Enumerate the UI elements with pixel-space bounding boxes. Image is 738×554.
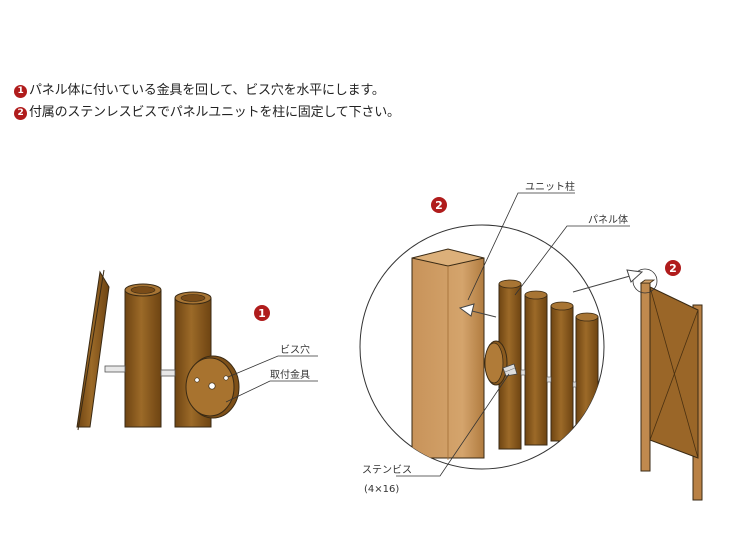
panel-body-label: パネル体 xyxy=(588,214,628,226)
detail-panel-log-2 xyxy=(524,290,548,446)
unit-post-label: ユニット柱 xyxy=(525,180,575,193)
connecting-rod xyxy=(104,365,176,377)
overview-arrow xyxy=(572,269,644,293)
screw-hole-label: ビス穴 xyxy=(280,343,310,356)
screw-leader xyxy=(396,373,510,477)
bracket-center-hole xyxy=(208,382,216,390)
unit-post-leader xyxy=(467,192,575,301)
overview-left-post xyxy=(640,282,651,472)
step-2-number-badge: 2 xyxy=(14,106,27,120)
unit-post xyxy=(411,248,485,460)
stainless-screw-label: ステンビス xyxy=(362,464,412,476)
step-2-text: 付属のステンレスビスでパネルユニットを柱に固定して下さい。 xyxy=(29,105,400,120)
instruction-step-1: 1 パネル体に付いている金具を回して、ビス穴を水平にします。 xyxy=(14,80,400,102)
step-1-text: パネル体に付いている金具を回して、ビス穴を水平にします。 xyxy=(29,83,385,98)
figure-1-bracket-rotation: 1 ビス穴 取付金具 xyxy=(76,269,318,431)
detail-panel-log-4 xyxy=(575,312,599,438)
bracket-label: 取付金具 xyxy=(270,368,310,381)
panel-log-1 xyxy=(124,283,162,428)
figure-2-detail: 2 ユニット柱 パネル体 ステンビス (4×16) xyxy=(359,180,630,495)
instruction-step-2: 2 付属のステンレスビスでパネルユニットを柱に固定して下さい。 xyxy=(14,102,400,124)
insertion-arrow xyxy=(458,303,497,318)
overview-zoom-circle xyxy=(632,268,658,294)
figure-3-badge-number: 2 xyxy=(669,262,677,275)
step-1-number-badge: 1 xyxy=(14,84,27,98)
panel-edge-line xyxy=(77,269,105,431)
detail-panel-log-3 xyxy=(550,301,574,442)
screw-hole-right xyxy=(223,375,229,381)
figure-3-overview: 2 xyxy=(572,260,703,501)
detail-mounting-bracket xyxy=(484,340,508,386)
figure-3-badge: 2 xyxy=(665,260,681,276)
figure-1-badge-number: 1 xyxy=(258,307,266,320)
instructions: 1 パネル体に付いている金具を回して、ビス穴を水平にします。 2 付属のステンレ… xyxy=(14,80,400,124)
screw-hole-leader xyxy=(227,355,318,378)
screw-hole-left xyxy=(194,377,200,383)
stainless-screw xyxy=(502,363,518,377)
screw-size-label: (4×16) xyxy=(364,484,399,495)
figure-2-badge: 2 xyxy=(431,197,447,213)
bracket-leader xyxy=(225,380,318,403)
mounting-bracket xyxy=(185,355,240,419)
panel-body-leader xyxy=(514,225,630,296)
figure-2-badge-number: 2 xyxy=(435,199,443,212)
figure-1-badge: 1 xyxy=(254,305,270,321)
